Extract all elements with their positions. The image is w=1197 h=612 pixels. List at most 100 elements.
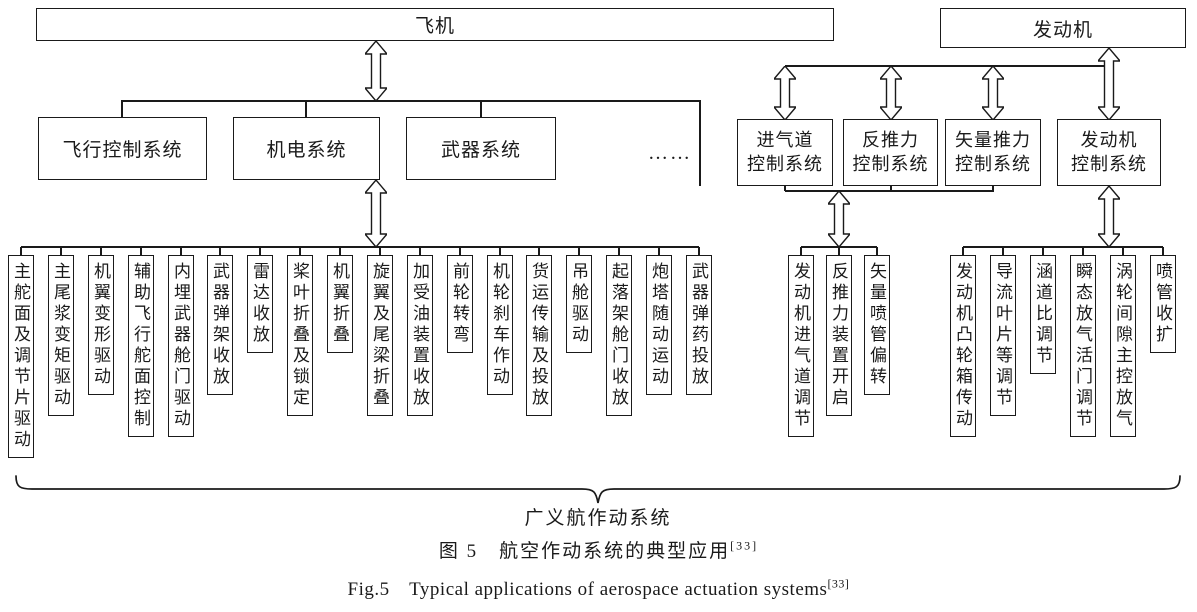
connector-line	[499, 247, 501, 256]
engine-actuation-box: 发动机凸轮箱传动	[950, 255, 976, 437]
aircraft-actuation-box: 主尾浆变矩驱动	[48, 255, 74, 416]
connector-line	[180, 247, 182, 256]
double-arrow-icon	[1098, 48, 1120, 120]
engine-actuation-box: 涵道比调节	[1030, 255, 1056, 374]
aircraft-box: 飞机	[36, 8, 834, 41]
connector-line	[838, 247, 840, 256]
connector-line	[379, 247, 381, 256]
connector-line	[1042, 247, 1044, 256]
inlet-actuation-box: 反推力装置开启	[826, 255, 852, 416]
aircraft-actuation-box: 货运传输及投放	[526, 255, 552, 416]
connector-line	[785, 190, 994, 192]
aircraft-actuation-box: 雷达收放	[247, 255, 273, 353]
caption-chinese: 图 5 航空作动系统的典型应用[33]	[0, 536, 1197, 563]
connector-line	[419, 247, 421, 256]
connector-line	[305, 100, 307, 118]
caption-en-reference: [33]	[827, 576, 850, 591]
caption-english: Fig.5 Typical applications of aerospace …	[0, 574, 1197, 601]
box-line2: 控制系统	[747, 153, 823, 174]
engine-actuation-box: 喷管收扩	[1150, 255, 1176, 353]
brace-label: 广义航作动系统	[524, 508, 672, 529]
inlet-actuation-box: 发动机进气道调节	[788, 255, 814, 437]
connector-line	[784, 186, 786, 191]
double-arrow-icon	[982, 66, 1004, 120]
aircraft-actuation-box: 辅助飞行舵面控制	[128, 255, 154, 437]
double-arrow-icon	[365, 41, 387, 101]
box-line1: 发动机	[1080, 130, 1138, 151]
inlet-control-system-box: 进气道 控制系统	[737, 119, 833, 186]
connector-line	[219, 247, 221, 256]
connector-line	[21, 246, 699, 248]
caption-zh-text: 图 5 航空作动系统的典型应用	[438, 541, 731, 562]
connector-line	[121, 100, 123, 118]
connector-line	[1162, 247, 1164, 256]
connector-line	[992, 186, 994, 191]
connector-line	[339, 247, 341, 256]
box-line1: 反推力	[862, 130, 919, 151]
connector-line	[1122, 247, 1124, 256]
engine-box: 发动机	[940, 8, 1186, 48]
connector-line	[60, 247, 62, 256]
aircraft-actuation-box: 吊舱驱动	[566, 255, 592, 353]
connector-line	[785, 65, 1110, 67]
aircraft-actuation-box: 炮塔随动运动	[646, 255, 672, 395]
connector-line	[1002, 247, 1004, 256]
connector-line	[459, 247, 461, 256]
flight-control-system-box: 飞行控制系统	[38, 117, 207, 180]
engine-actuation-box: 瞬态放气活门调节	[1070, 255, 1096, 437]
double-arrow-icon	[365, 180, 387, 247]
aircraft-actuation-box: 机翼变形驱动	[88, 255, 114, 395]
connector-line	[299, 247, 301, 256]
aircraft-actuation-box: 加受油装置收放	[407, 255, 433, 416]
box-line2: 控制系统	[955, 153, 1031, 174]
connector-line	[100, 247, 102, 256]
thrust-reverser-control-system-box: 反推力 控制系统	[843, 119, 938, 186]
box-line1: 进气道	[756, 130, 814, 151]
aircraft-actuation-box: 前轮转弯	[447, 255, 473, 353]
aircraft-actuation-box: 主舵面及调节片驱动	[8, 255, 34, 458]
connector-line	[698, 247, 700, 256]
aircraft-actuation-box: 机轮刹车作动	[487, 255, 513, 395]
aircraft-actuation-box: 武器弹药投放	[686, 255, 712, 395]
connector-line	[876, 247, 878, 256]
box-line2: 控制系统	[852, 153, 929, 174]
engine-actuation-box: 涡轮间隙主控放气	[1110, 255, 1136, 437]
electromechanical-system-box: 机电系统	[233, 117, 380, 180]
brace-icon	[15, 475, 1181, 504]
connector-line	[538, 247, 540, 256]
engine-control-system-box: 发动机 控制系统	[1057, 119, 1161, 186]
caption-zh-reference: [33]	[730, 538, 759, 553]
connector-line	[699, 100, 701, 186]
aircraft-actuation-box: 内埋武器舱门驱动	[168, 255, 194, 437]
connector-line	[963, 246, 1163, 248]
box-line2: 控制系统	[1071, 153, 1147, 174]
connector-line	[658, 247, 660, 256]
connector-line	[618, 247, 620, 256]
connector-line	[1082, 247, 1084, 256]
connector-line	[20, 247, 22, 256]
weapon-system-box: 武器系统	[406, 117, 556, 180]
engine-actuation-box: 导流叶片等调节	[990, 255, 1016, 416]
aircraft-actuation-box: 起落架舱门收放	[606, 255, 632, 416]
connector-line	[578, 247, 580, 256]
connector-line	[962, 247, 964, 256]
double-arrow-icon	[1098, 186, 1120, 247]
double-arrow-icon	[880, 66, 902, 120]
connector-line	[890, 186, 892, 191]
more-systems-ellipsis: ……	[648, 142, 692, 164]
connector-line	[122, 100, 701, 102]
double-arrow-icon	[774, 66, 796, 120]
aircraft-actuation-box: 桨叶折叠及锁定	[287, 255, 313, 416]
connector-line	[259, 247, 261, 256]
connector-line	[480, 100, 482, 118]
inlet-actuation-box: 矢量喷管偏转	[864, 255, 890, 395]
aircraft-actuation-box: 武器弹架收放	[207, 255, 233, 395]
double-arrow-icon	[828, 191, 850, 247]
aircraft-actuation-box: 机翼折叠	[327, 255, 353, 353]
aircraft-actuation-box: 旋翼及尾梁折叠	[367, 255, 393, 416]
box-line1: 矢量推力	[955, 130, 1031, 151]
connector-line	[140, 247, 142, 256]
vector-thrust-control-system-box: 矢量推力 控制系统	[945, 119, 1041, 186]
caption-en-text: Fig.5 Typical applications of aerospace …	[347, 579, 828, 600]
